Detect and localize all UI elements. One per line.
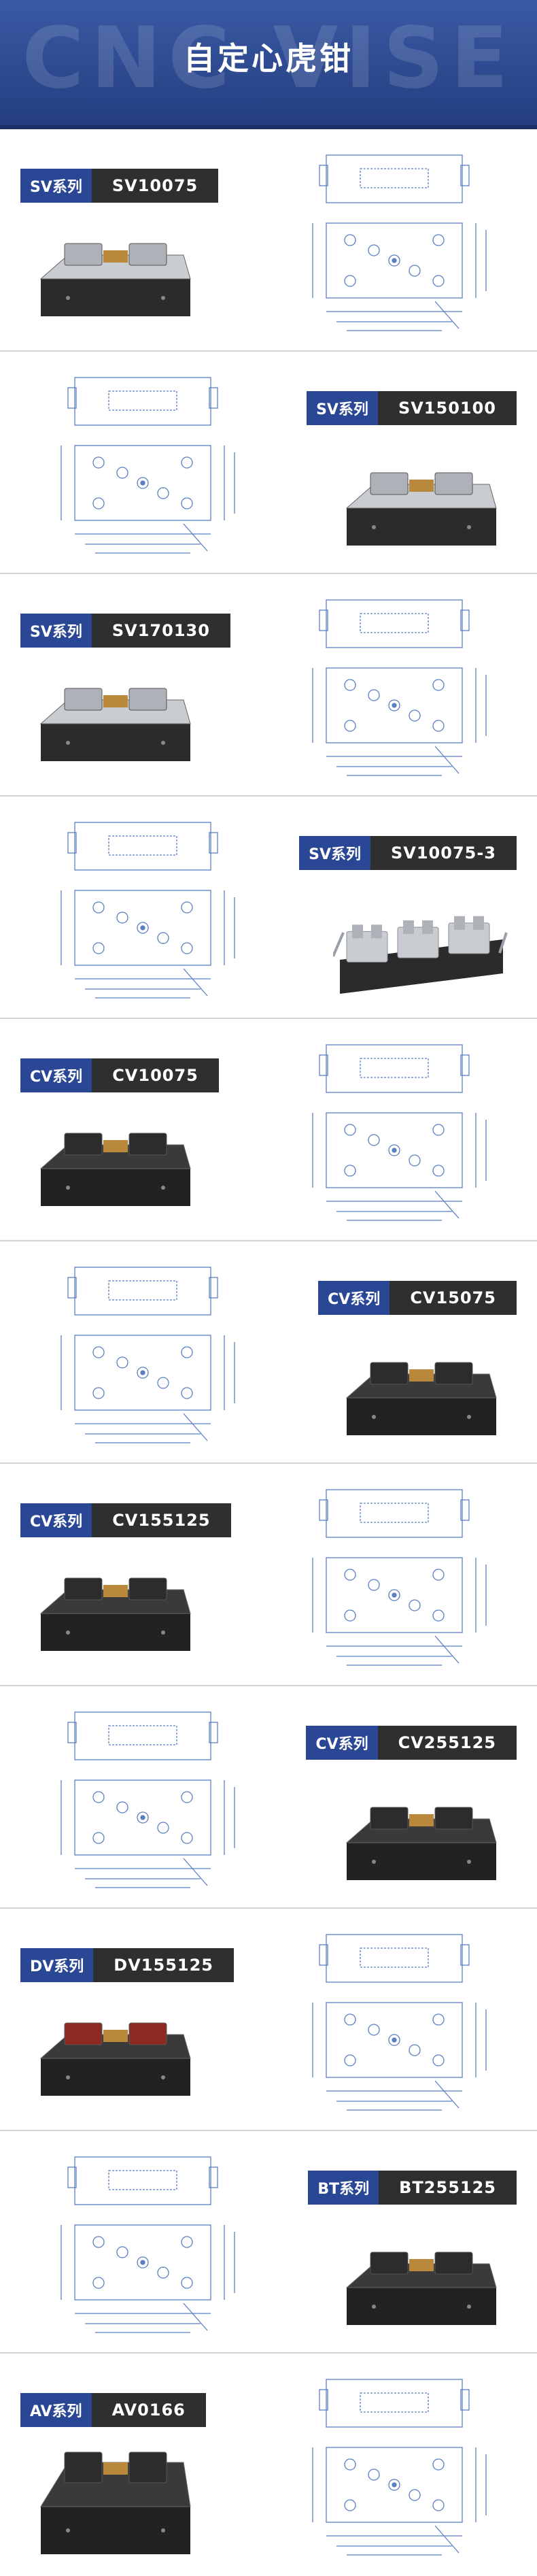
model-tag: SV150100 <box>377 391 517 425</box>
model-tag: CV255125 <box>377 1726 517 1760</box>
product-image <box>333 2226 510 2342</box>
technical-drawing <box>279 1476 510 1673</box>
technical-drawing <box>27 364 258 561</box>
series-tag: SV系列 <box>307 391 378 425</box>
model-label: SV系列 SV10075-3 <box>299 836 517 870</box>
model-tag: AV0166 <box>91 2393 206 2427</box>
model-tag: CV15075 <box>389 1281 517 1315</box>
product-list: SV系列 SV10075 SV系列 SV150100 SV系列 SV170130 <box>0 129 537 2576</box>
model-tag: CV10075 <box>92 1058 219 1092</box>
technical-drawing <box>27 1254 258 1451</box>
product-section-cv255125: CV系列 CV255125 <box>0 1686 537 1909</box>
model-label: SV系列 SV150100 <box>307 391 517 425</box>
model-label: SV系列 SV10075 <box>20 169 219 203</box>
model-tag: SV170130 <box>91 614 230 648</box>
page-header: CNC VISE 自定心虎钳 <box>0 0 537 129</box>
series-tag: SV系列 <box>299 836 370 870</box>
technical-drawing <box>27 809 258 1006</box>
product-image <box>333 447 510 563</box>
model-tag: CV155125 <box>92 1503 231 1537</box>
product-section-sv10075-3: SV系列 SV10075-3 <box>0 797 537 1019</box>
product-image <box>27 218 204 333</box>
model-label: CV系列 CV155125 <box>20 1503 231 1537</box>
product-section-av0166: AV系列 AV0166 <box>0 2354 537 2576</box>
product-image <box>27 1107 204 1223</box>
series-tag: BT系列 <box>308 2171 379 2205</box>
technical-drawing <box>279 1921 510 2118</box>
series-tag: SV系列 <box>20 169 92 203</box>
product-image <box>333 1337 510 1452</box>
product-section-sv150100: SV系列 SV150100 <box>0 352 537 574</box>
model-label: DV系列 DV155125 <box>20 1948 234 1982</box>
series-tag: CV系列 <box>318 1281 390 1315</box>
product-image <box>27 1552 204 1668</box>
model-label: CV系列 CV15075 <box>318 1281 517 1315</box>
product-section-cv10075: CV系列 CV10075 <box>0 1019 537 1241</box>
series-tag: CV系列 <box>306 1726 378 1760</box>
model-label: BT系列 BT255125 <box>308 2171 517 2205</box>
product-image <box>27 663 204 778</box>
header-watermark: CNC VISE <box>22 10 515 107</box>
series-tag: AV系列 <box>20 2393 92 2427</box>
model-tag: SV10075-3 <box>370 836 517 870</box>
product-section-bt255125: BT系列 BT255125 <box>0 2131 537 2354</box>
product-image <box>333 892 510 1007</box>
technical-drawing <box>279 2366 510 2563</box>
model-label: AV系列 AV0166 <box>20 2393 206 2427</box>
product-section-sv10075: SV系列 SV10075 <box>0 129 537 352</box>
technical-drawing <box>279 586 510 784</box>
model-tag: BT255125 <box>379 2171 517 2205</box>
technical-drawing <box>279 1031 510 1228</box>
model-label: CV系列 CV255125 <box>306 1726 517 1760</box>
technical-drawing <box>279 141 510 339</box>
product-section-dv155125: DV系列 DV155125 <box>0 1909 537 2131</box>
product-image <box>27 2442 204 2558</box>
series-tag: DV系列 <box>20 1948 94 1982</box>
product-image <box>333 1782 510 1897</box>
series-tag: CV系列 <box>20 1503 92 1537</box>
technical-drawing <box>27 1699 258 1896</box>
model-label: SV系列 SV170130 <box>20 614 230 648</box>
product-section-sv170130: SV系列 SV170130 <box>0 574 537 797</box>
series-tag: CV系列 <box>20 1058 92 1092</box>
model-tag: DV155125 <box>93 1948 234 1982</box>
header-rule <box>0 125 537 129</box>
product-section-cv15075: CV系列 CV15075 <box>0 1241 537 1464</box>
series-tag: SV系列 <box>20 614 92 648</box>
product-image <box>27 1997 204 2113</box>
product-section-cv155125: CV系列 CV155125 <box>0 1464 537 1686</box>
page-title: 自定心虎钳 <box>184 40 353 77</box>
model-tag: SV10075 <box>91 169 219 203</box>
technical-drawing <box>27 2143 258 2341</box>
model-label: CV系列 CV10075 <box>20 1058 219 1092</box>
